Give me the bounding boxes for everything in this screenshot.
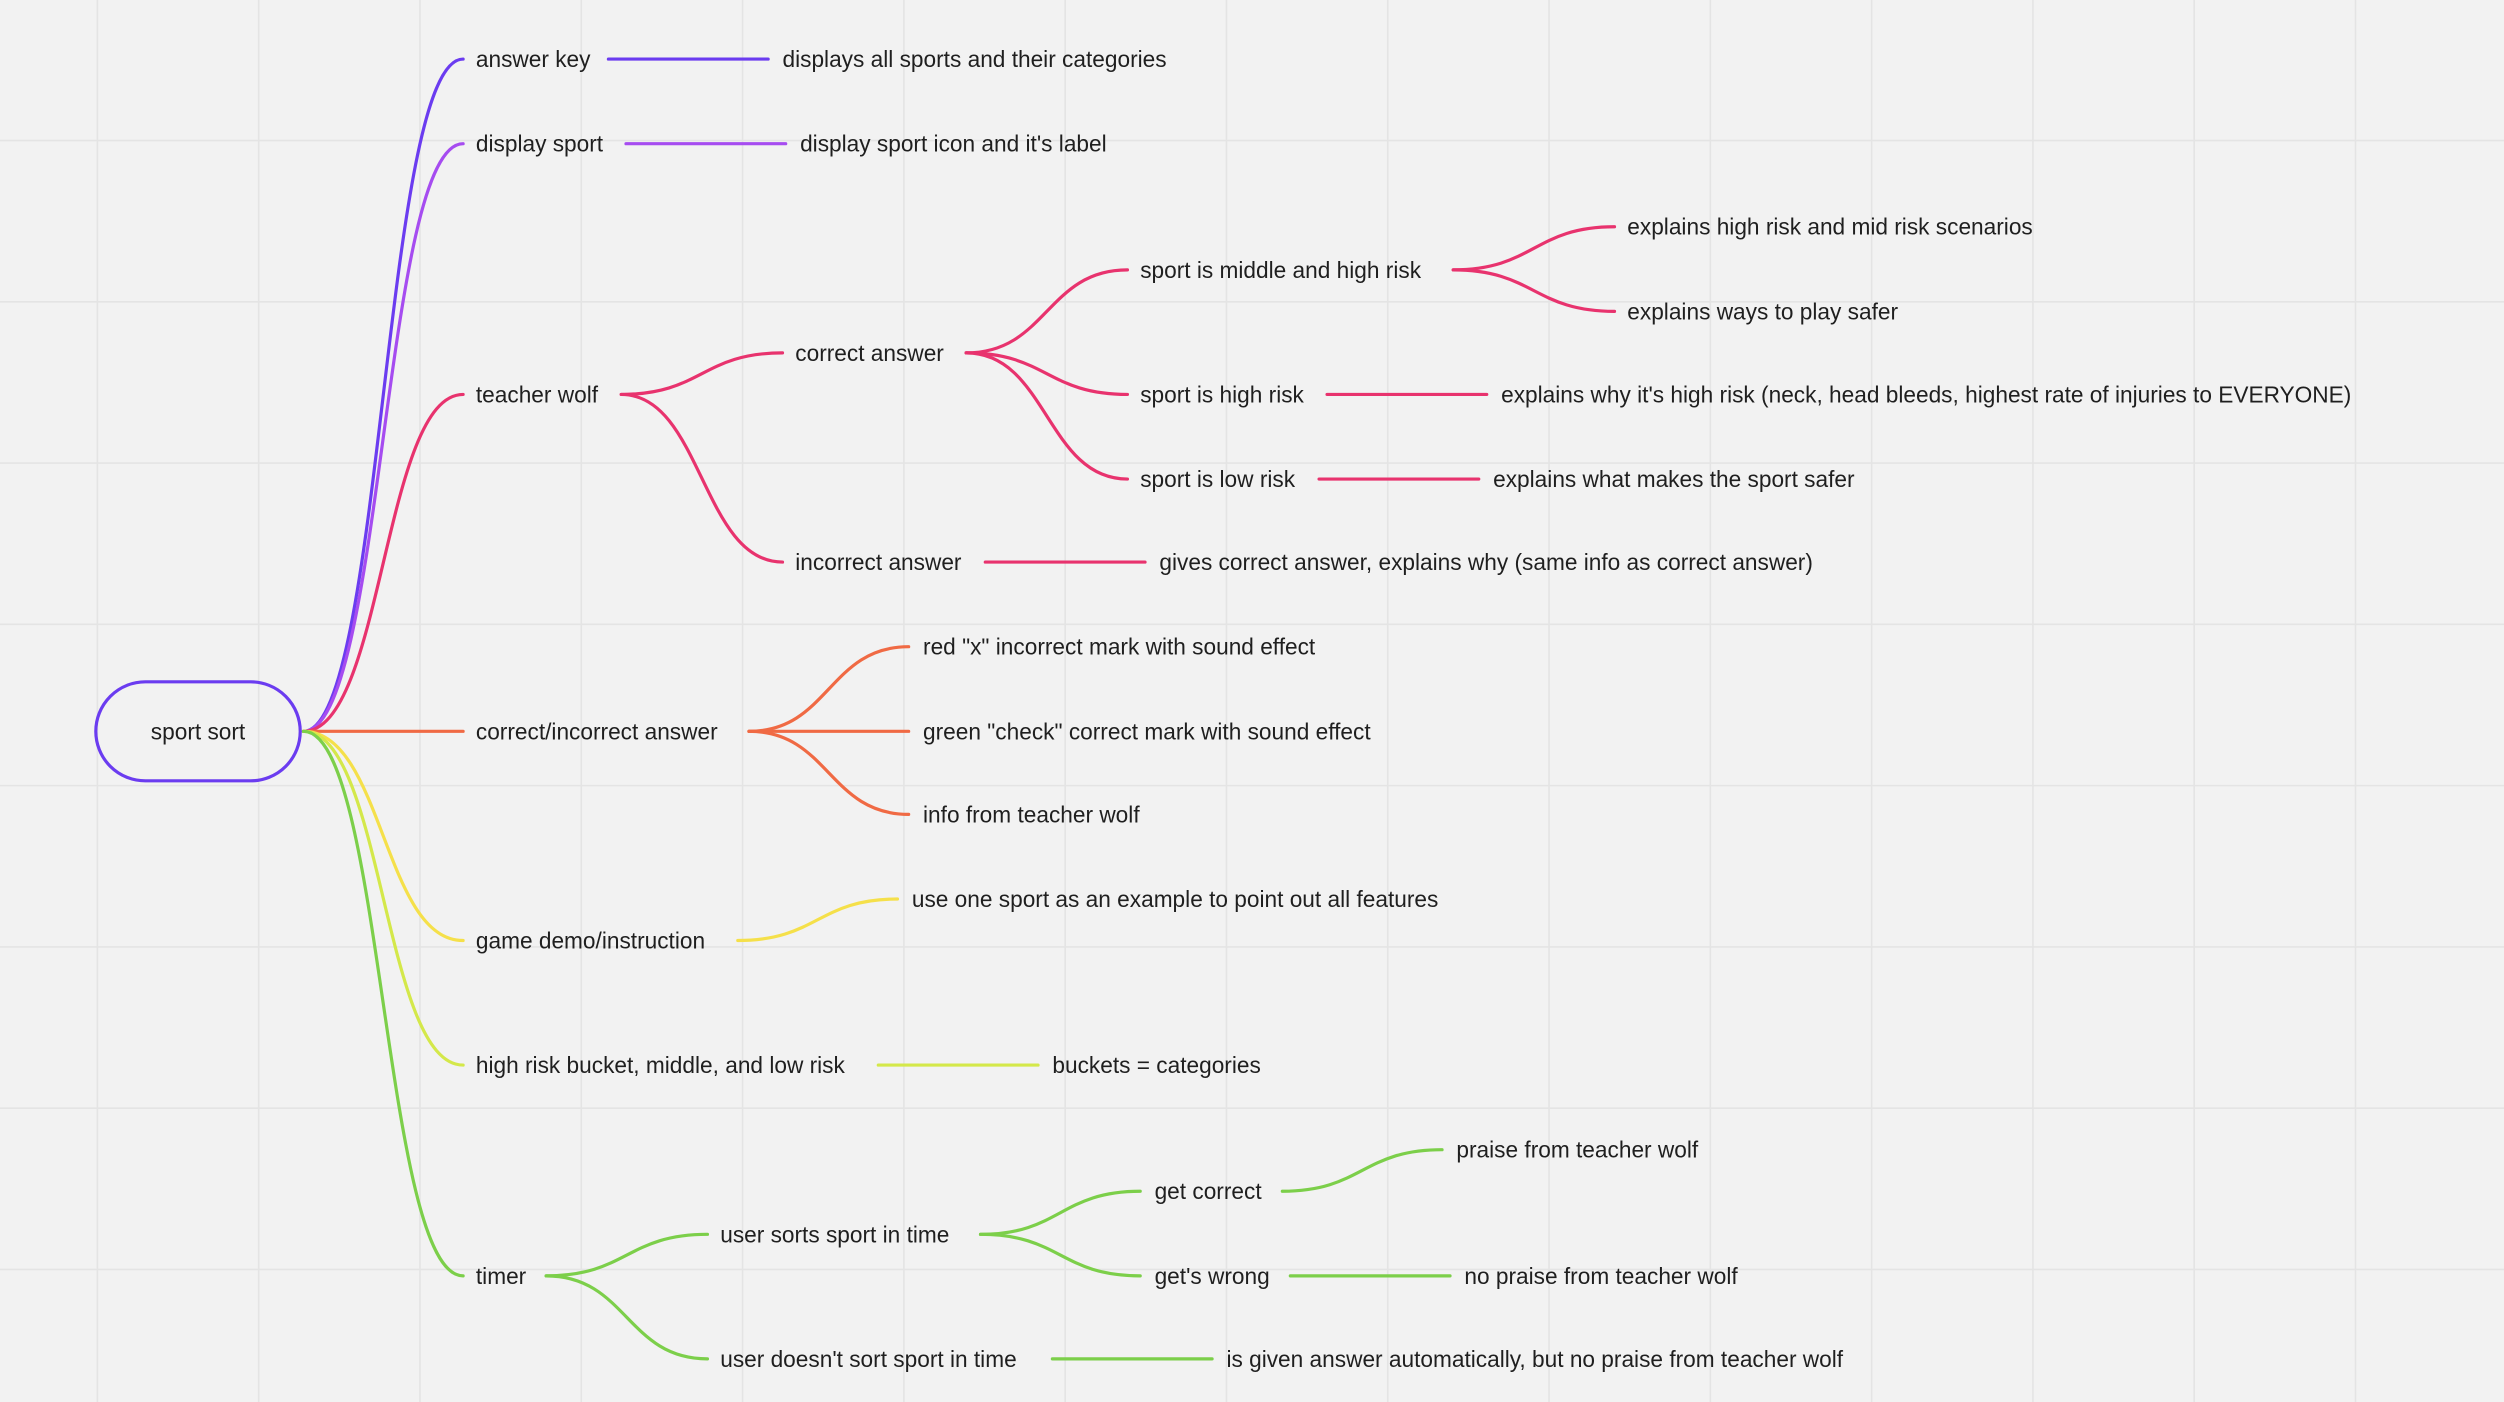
node-not-in-time-child[interactable]: is given answer automatically, but no pr… (1226, 1346, 1843, 1372)
root-node-border (94, 680, 302, 783)
edge-ci-3 (747, 729, 911, 816)
root-node-label: sport sort (151, 718, 246, 744)
node-not-in-time[interactable]: user doesn't sort sport in time (720, 1346, 1016, 1372)
node-get-wrong[interactable]: get's wrong (1155, 1263, 1270, 1289)
edge-midhigh-2 (1451, 268, 1617, 313)
edge-root-timer (301, 729, 465, 1278)
node-teacher-wolf[interactable]: teacher wolf (476, 381, 599, 407)
edge-teacher-correct (619, 351, 785, 397)
node-mid-high-child-1[interactable]: explains high risk and mid risk scenario… (1627, 214, 2032, 240)
node-get-wrong-child[interactable]: no praise from teacher wolf (1464, 1263, 1738, 1289)
node-get-correct-child[interactable]: praise from teacher wolf (1456, 1137, 1698, 1163)
node-get-correct[interactable]: get correct (1155, 1178, 1263, 1204)
node-in-time[interactable]: user sorts sport in time (720, 1221, 949, 1247)
node-risk-buckets[interactable]: high risk bucket, middle, and low risk (476, 1052, 846, 1078)
node-display-sport[interactable]: display sport (476, 131, 604, 157)
edge-teacher-incorrect (619, 392, 785, 564)
edge-timer-in-time (544, 1232, 710, 1278)
edge-correct-high (964, 351, 1130, 397)
edge-root-risk-buckets (301, 729, 465, 1067)
node-answer-key[interactable]: answer key (476, 46, 591, 72)
edge-root-game-demo (301, 729, 465, 943)
edge-correct-low (964, 351, 1130, 481)
node-ci-child-1[interactable]: red "x" incorrect mark with sound effect (923, 634, 1316, 660)
node-timer[interactable]: timer (476, 1263, 527, 1289)
node-ci-child-2[interactable]: green "check" correct mark with sound ef… (923, 718, 1371, 744)
node-low-risk-child[interactable]: explains what makes the sport safer (1493, 466, 1855, 492)
node-display-sport-child[interactable]: display sport icon and it's label (800, 131, 1107, 157)
node-ci-child-3[interactable]: info from teacher wolf (923, 801, 1140, 827)
node-correct-incorrect[interactable]: correct/incorrect answer (476, 718, 718, 744)
edge-in-time-wrong (978, 1232, 1142, 1278)
node-game-demo[interactable]: game demo/instruction (476, 928, 705, 954)
node-high-risk[interactable]: sport is high risk (1140, 381, 1304, 407)
node-low-risk[interactable]: sport is low risk (1140, 466, 1296, 492)
node-risk-buckets-child[interactable]: buckets = categories (1052, 1052, 1260, 1078)
root-node[interactable]: sport sort (94, 680, 302, 783)
node-high-risk-child[interactable]: explains why it's high risk (neck, head … (1501, 381, 2351, 407)
edge-game-demo-child (736, 897, 900, 943)
edge-midhigh-1 (1451, 225, 1617, 272)
edge-timer-not-in-time (544, 1274, 710, 1361)
edge-ci-1 (747, 645, 911, 733)
edge-correct-praise (1280, 1148, 1444, 1193)
node-incorrect-answer-child[interactable]: gives correct answer, explains why (same… (1159, 549, 1813, 575)
edge-root-answer-key (301, 57, 465, 733)
node-game-demo-child[interactable]: use one sport as an example to point out… (912, 886, 1438, 912)
mind-map-edges (301, 57, 1617, 1361)
node-incorrect-answer[interactable]: incorrect answer (795, 549, 962, 575)
node-answer-key-child[interactable]: displays all sports and their categories (783, 46, 1167, 72)
node-mid-high-child-2[interactable]: explains ways to play safer (1627, 298, 1898, 324)
edge-in-time-correct (978, 1189, 1142, 1236)
node-mid-high-risk[interactable]: sport is middle and high risk (1140, 257, 1421, 283)
edge-root-display-sport (301, 142, 465, 733)
edge-root-teacher-wolf (301, 392, 465, 733)
node-correct-answer[interactable]: correct answer (795, 340, 944, 366)
edge-correct-midhigh (964, 268, 1130, 355)
